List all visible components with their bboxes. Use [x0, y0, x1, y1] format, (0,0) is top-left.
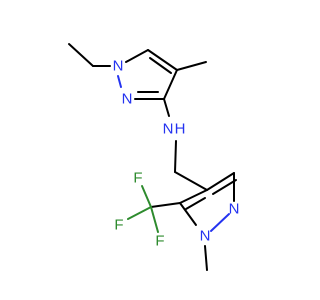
bond-nh-ch2: [174, 140, 177, 173]
bond-c4-methyl: [176, 61, 207, 71]
bond-cf3-f1: [141, 185, 152, 208]
bond-c5b-c4b-inner: [185, 197, 206, 210]
atom-n1-upper: N: [113, 58, 124, 75]
atom-n2-lower: N: [229, 201, 240, 218]
bond-c5-c4: [147, 49, 178, 71]
bond-n1b-methyl: [204, 245, 208, 271]
bond-cf3-f2: [127, 206, 152, 220]
bond-n2b-n1b: [210, 213, 230, 232]
atom-fluorine-1: F: [133, 170, 142, 187]
bond-c5b-c4b: [179, 189, 208, 204]
bond-ethyl-ch3: [68, 43, 94, 67]
atom-fluorine-2: F: [114, 217, 123, 234]
bond-c4b-c3b: [206, 172, 235, 191]
atom-fluorine-3: F: [155, 233, 164, 250]
atom-n2-upper: N: [122, 91, 133, 108]
bond-c5-c4-inner: [149, 57, 172, 74]
structure-canvas: N N N H N N F F F: [68, 43, 240, 271]
bond-c4b-c3b-inner: [212, 179, 237, 195]
bond-n1b-c5b: [179, 202, 197, 226]
atom-amine-n: N: [163, 121, 174, 138]
molecule-diagram: N N N H N N F F F: [68, 43, 240, 271]
bond-n2-n1: [117, 75, 122, 88]
bond-c3-nh: [163, 98, 170, 117]
bond-c4-c3: [163, 69, 178, 100]
bond-n1-c5: [125, 49, 149, 63]
atom-amine-h: H: [175, 121, 186, 138]
bond-ch2-c4b: [174, 171, 208, 191]
atom-n1-lower: N: [200, 228, 211, 245]
bond-cf3-f3: [150, 206, 159, 233]
bond-c5b-cf3: [150, 202, 181, 208]
